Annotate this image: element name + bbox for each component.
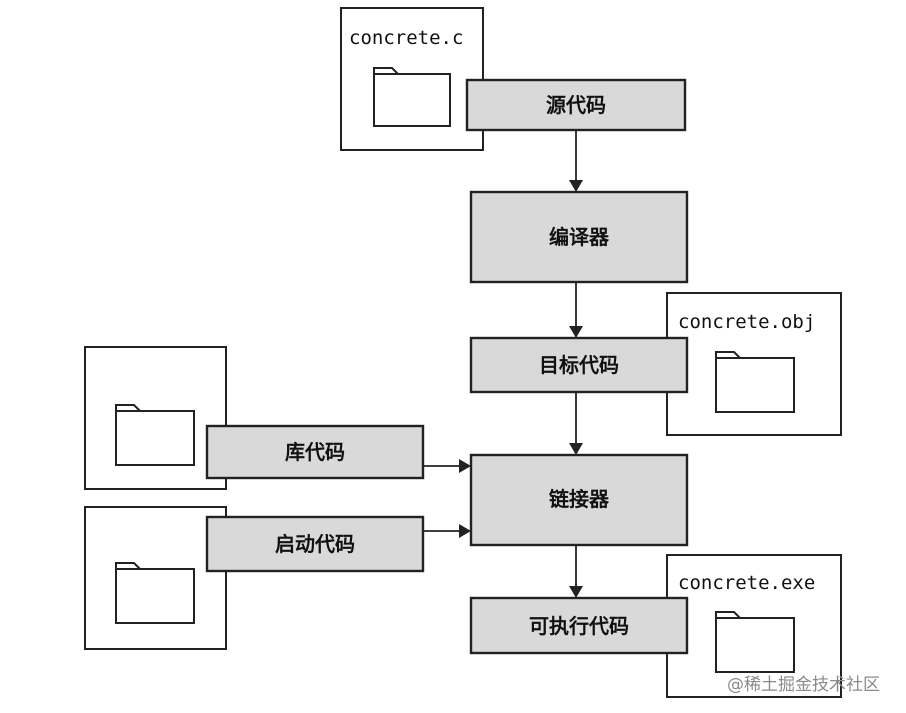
linker-label: 链接器 (549, 487, 610, 511)
source-code-node: 源代码 (465, 78, 687, 132)
startup-code-label: 启动代码 (275, 532, 355, 556)
folder-icon (373, 67, 451, 127)
folder-icon (115, 404, 195, 466)
source-code-label: 源代码 (546, 93, 606, 117)
folder-icon (715, 611, 795, 673)
source-file-box: concrete.c (340, 7, 484, 151)
startup-code-node: 启动代码 (205, 515, 425, 573)
arrow-object-to-linker (569, 392, 583, 455)
arrow-startup-to-linker (423, 524, 471, 538)
exe-file-name: concrete.exe (678, 572, 815, 594)
arrow-linker-to-executable (569, 545, 583, 598)
executable-code-label: 可执行代码 (529, 614, 629, 638)
folder-icon (115, 562, 195, 624)
arrow-source-to-compiler (569, 130, 583, 192)
folder-icon (715, 351, 795, 413)
source-file-name: concrete.c (349, 27, 463, 49)
object-file-name: concrete.obj (678, 311, 815, 333)
library-code-node: 库代码 (205, 424, 425, 480)
compiler-node: 编译器 (469, 190, 689, 284)
arrow-library-to-linker (423, 459, 471, 473)
compiler-label: 编译器 (549, 225, 610, 249)
library-code-label: 库代码 (285, 440, 345, 464)
linker-node: 链接器 (469, 453, 689, 547)
object-code-node: 目标代码 (469, 336, 689, 394)
object-code-label: 目标代码 (539, 353, 619, 377)
watermark: @稀土掘金技术社区 (727, 675, 880, 695)
library-file-box (84, 346, 227, 490)
startup-file-box (84, 506, 227, 650)
executable-code-node: 可执行代码 (469, 596, 689, 655)
arrow-compiler-to-object (569, 282, 583, 338)
object-file-box: concrete.obj (666, 292, 842, 436)
